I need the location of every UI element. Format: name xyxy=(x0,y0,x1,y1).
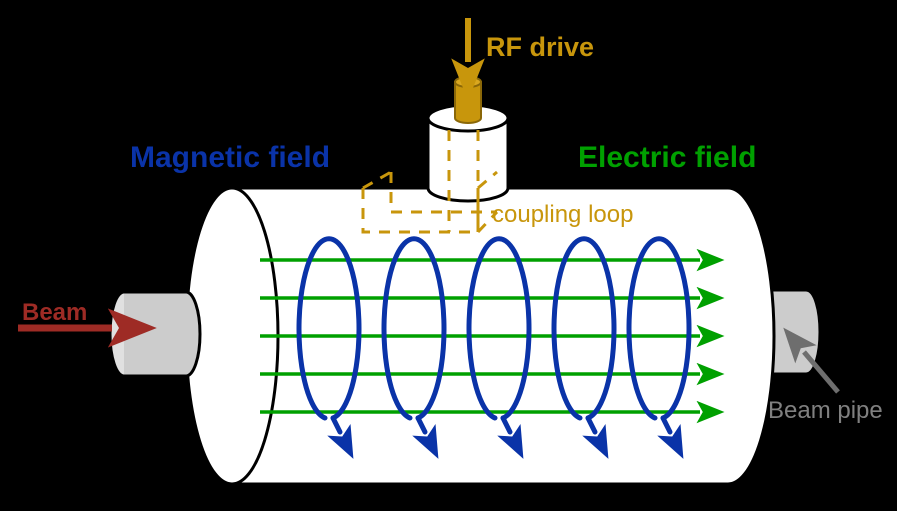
magnetic-field-loop xyxy=(466,236,532,459)
beam-pipe-label: Beam pipe xyxy=(768,397,883,424)
magnetic-field-loop xyxy=(296,236,362,459)
rf-drive-label: RF drive xyxy=(486,32,594,62)
beam-pipe-left-face xyxy=(108,290,202,378)
magnetic-field-label: Magnetic field xyxy=(130,141,330,174)
electric-field-label: Electric field xyxy=(578,141,756,174)
magnetic-field-loop xyxy=(626,236,692,459)
beam-pipe-pointer-arrow-icon xyxy=(783,327,840,394)
coupling-loop-label: coupling loop xyxy=(492,201,633,228)
magnetic-field-loop xyxy=(381,236,447,459)
magnetic-field-loop xyxy=(551,236,617,459)
magnetic-field-loops xyxy=(296,236,692,459)
coupling-loop-shape xyxy=(361,130,499,234)
beam-label: Beam xyxy=(22,299,87,326)
rf-inner-conductor xyxy=(454,76,482,124)
